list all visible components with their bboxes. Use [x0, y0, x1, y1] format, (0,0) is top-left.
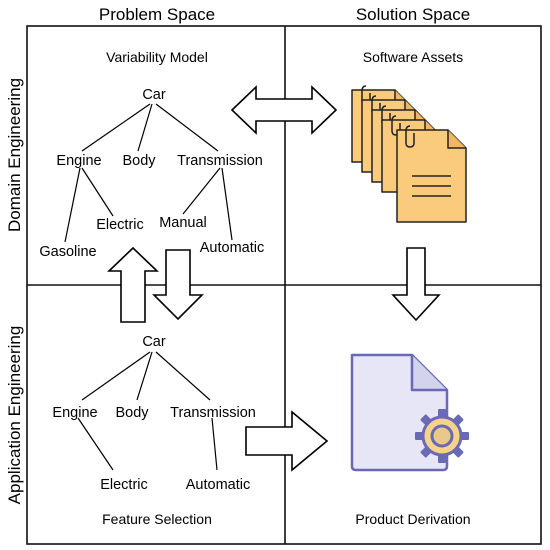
- application-node-car: Car: [142, 334, 166, 350]
- domain-node-body: Body: [122, 153, 156, 169]
- application-node-automatic: Automatic: [186, 477, 250, 493]
- domain-feature-tree: Car Engine Body Transmission Electric Ga…: [39, 87, 264, 260]
- title-feature-selection: Feature Selection: [102, 511, 212, 527]
- gear-icon: [415, 409, 469, 463]
- header-problem-space: Problem Space: [99, 5, 215, 24]
- domain-node-engine: Engine: [56, 153, 101, 169]
- right-arrow-icon: [245, 410, 329, 472]
- application-tree-edges: [77, 351, 218, 471]
- domain-node-transmission: Transmission: [177, 153, 263, 169]
- domain-node-automatic: Automatic: [200, 240, 264, 256]
- application-feature-tree: Car Engine Body Transmission Electric Au…: [52, 334, 255, 493]
- title-software-assets: Software Assets: [363, 49, 463, 65]
- domain-node-gasoline: Gasoline: [39, 244, 96, 260]
- header-domain-engineering: Domain Engineering: [5, 78, 24, 232]
- down-arrow-icon: [152, 249, 204, 321]
- product-document-icon: [350, 353, 469, 472]
- up-arrow-icon: [107, 246, 159, 323]
- double-arrow-icon: [230, 85, 338, 135]
- header-solution-space: Solution Space: [356, 5, 470, 24]
- application-node-body: Body: [115, 405, 149, 421]
- header-application-engineering: Application Engineering: [5, 326, 24, 505]
- domain-node-electric: Electric: [96, 217, 144, 233]
- application-node-engine: Engine: [52, 405, 97, 421]
- domain-node-car: Car: [142, 87, 166, 103]
- domain-tree-edges: [64, 103, 233, 243]
- application-node-electric: Electric: [100, 477, 148, 493]
- title-variability-model: Variability Model: [106, 49, 208, 65]
- domain-node-manual: Manual: [159, 215, 207, 231]
- document-icon-front: [396, 125, 467, 223]
- title-product-derivation: Product Derivation: [355, 511, 470, 527]
- document-stack-icon: [351, 85, 467, 223]
- down-arrow-icon: [391, 247, 441, 322]
- up-down-arrows-icon: [107, 246, 204, 323]
- application-node-transmission: Transmission: [170, 405, 256, 421]
